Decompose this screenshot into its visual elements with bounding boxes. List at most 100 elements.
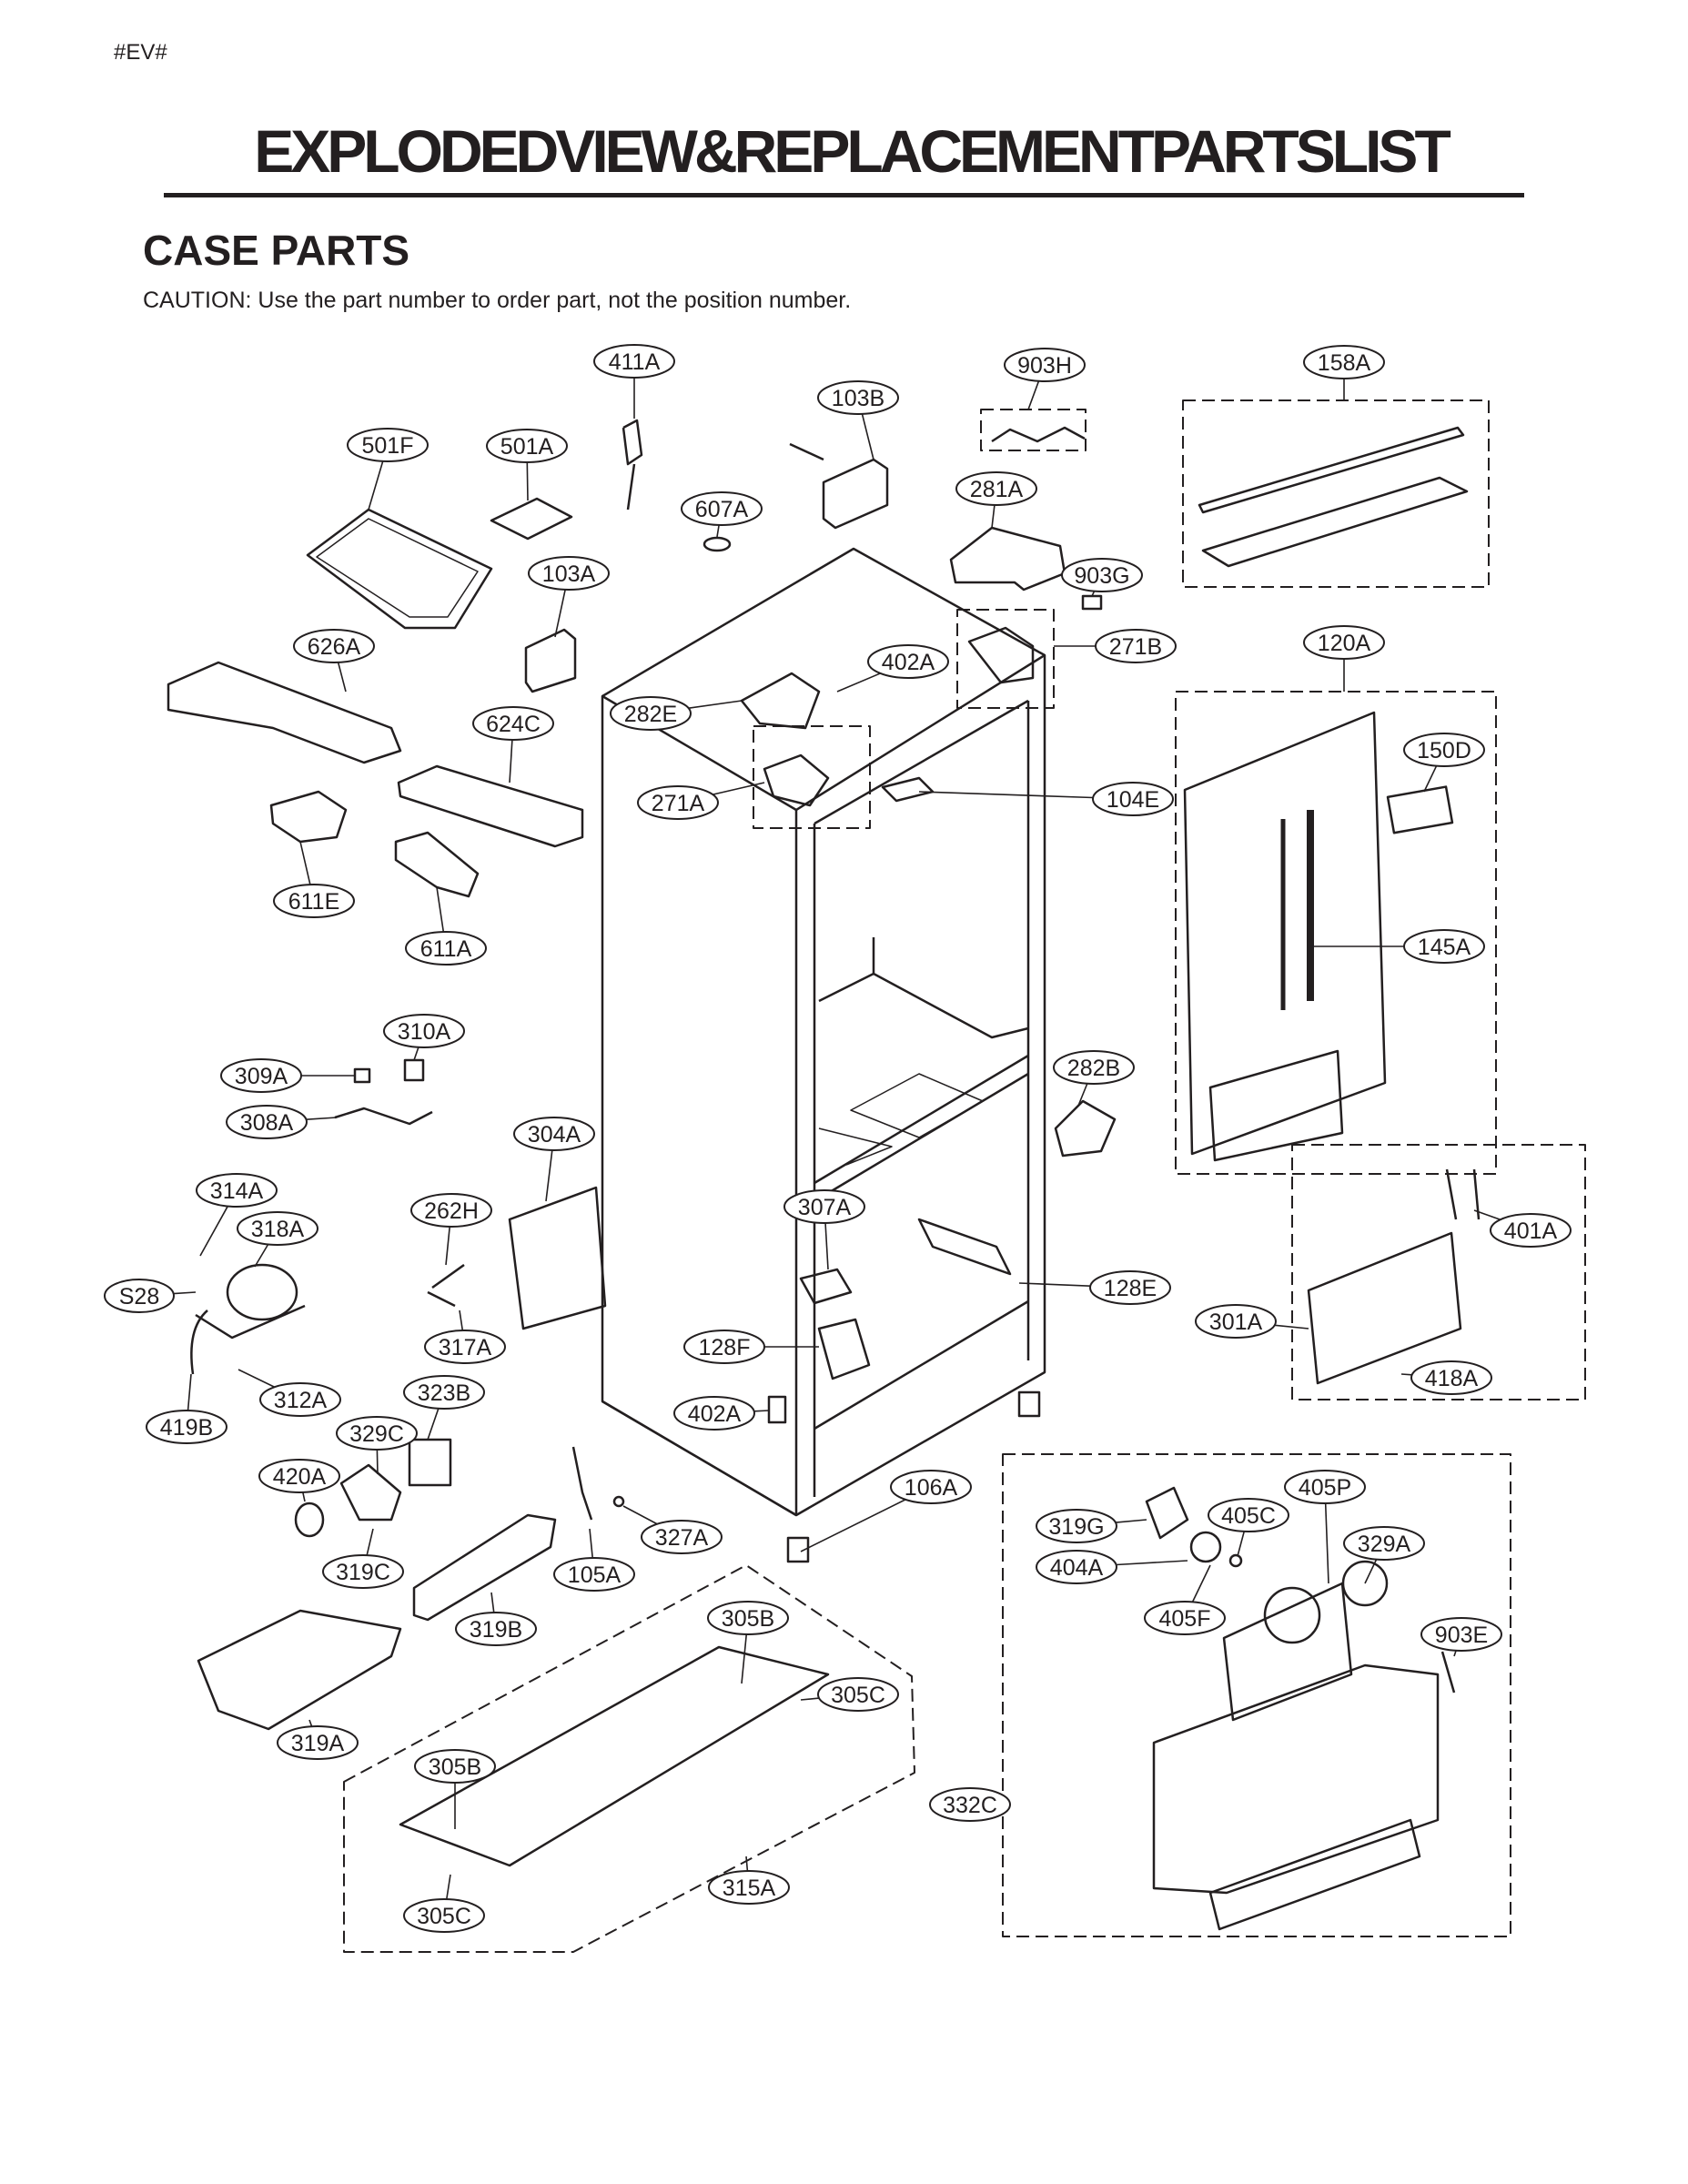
callout-bubble [322, 1554, 404, 1589]
part-501a [490, 497, 573, 541]
callout-419b: 419B [146, 1410, 227, 1444]
callout-128e: 128E [1089, 1270, 1171, 1305]
leader-line-329c [376, 1449, 379, 1475]
callout-607a: 607A [681, 491, 763, 526]
leader-line-318a [254, 1244, 269, 1268]
part-106a-lower [786, 1536, 810, 1563]
callout-text: 106A [905, 1475, 958, 1501]
callout-bubble [955, 471, 1037, 506]
callout-text: 419B [160, 1415, 213, 1441]
callout-text: 418A [1425, 1366, 1479, 1391]
callout-404a: 404A [1036, 1550, 1117, 1584]
callout-bubble [1303, 345, 1385, 379]
callout-626a: 626A [293, 629, 375, 663]
leader-line-150d [1423, 765, 1438, 793]
callout-420a: 420A [258, 1459, 340, 1493]
callout-bubble [929, 1787, 1011, 1822]
callout-text: 611E [288, 889, 340, 915]
callout-bubble [641, 1520, 723, 1554]
callout-bubble [226, 1105, 308, 1139]
callout-319g: 319G [1036, 1509, 1117, 1543]
callout-bubble [424, 1330, 506, 1364]
callout-271b: 271B [1095, 629, 1177, 663]
callout-text: 128F [699, 1335, 751, 1360]
part-607a [702, 536, 732, 552]
part-120a [1183, 711, 1454, 1162]
callout-128f: 128F [683, 1330, 765, 1364]
callout-611e: 611E [273, 884, 355, 918]
part-332c [1145, 1486, 1456, 1931]
callout-305b: 305B [707, 1601, 789, 1635]
leader-line-626a [337, 662, 347, 693]
leader-line-319g [1115, 1519, 1147, 1523]
callout-301a: 301A [1195, 1304, 1277, 1339]
callout-501f: 501F [347, 428, 429, 462]
callout-411a: 411A [593, 344, 675, 379]
part-106a-upper [1017, 1390, 1041, 1418]
callout-307a: 307A [783, 1189, 865, 1224]
leader-line-308a [306, 1117, 338, 1120]
callout-text: S28 [119, 1284, 159, 1309]
callout-bubble [383, 1014, 465, 1048]
part-308a [334, 1107, 433, 1126]
callout-305b: 305B [414, 1749, 496, 1784]
callout-text: 411A [609, 349, 661, 375]
part-309a [353, 1067, 371, 1084]
leader-line-305c [446, 1874, 451, 1900]
callout-bubble [783, 1189, 865, 1224]
callout-text: 315A [723, 1876, 776, 1901]
callout-text: 120A [1318, 631, 1371, 656]
callout-text: 305C [417, 1904, 471, 1929]
callout-bubble [220, 1058, 302, 1093]
callout-text: 310A [398, 1019, 451, 1045]
callout-text: 301A [1209, 1309, 1263, 1335]
callout-text: 624C [486, 712, 541, 737]
callout-text: 305C [831, 1683, 885, 1708]
leader-line-611a [436, 886, 445, 933]
callout-text: 271B [1109, 634, 1162, 660]
callout-105a: 105A [553, 1557, 635, 1592]
callout-bubble [553, 1557, 635, 1592]
callout-305c: 305C [817, 1677, 899, 1712]
callout-bubble [817, 380, 899, 415]
leader-line-501a [526, 461, 529, 501]
page-title: EXPLODEDVIEW&REPLACEMENTPARTSLIST [254, 117, 1451, 185]
section-title: CASE PARTS [143, 227, 410, 274]
callout-text: 319C [336, 1560, 390, 1585]
callout-text: 105A [568, 1562, 622, 1588]
callout-271a: 271A [637, 785, 719, 820]
leader-line-262h [445, 1226, 450, 1266]
callout-bubble [104, 1279, 175, 1313]
group-box-315a [343, 1564, 915, 1953]
callout-bubble [513, 1117, 595, 1151]
callout-bubble [196, 1173, 278, 1208]
callout-bubble [610, 696, 692, 731]
callout-bubble [817, 1677, 899, 1712]
callout-bubble [1053, 1050, 1135, 1085]
callout-bubble [890, 1470, 972, 1504]
leader-line-327a [622, 1505, 658, 1525]
part-327a [612, 1495, 625, 1508]
part-104e [881, 776, 935, 803]
callout-text: 329A [1358, 1532, 1411, 1557]
part-301a [1307, 1231, 1462, 1385]
callout-text: 405F [1159, 1606, 1211, 1632]
callout-text: 405P [1299, 1475, 1351, 1501]
callout-text: 150D [1417, 738, 1471, 763]
callout-text: 402A [688, 1401, 742, 1427]
callout-bubble [472, 706, 554, 741]
callout-text: 327A [655, 1525, 709, 1551]
leader-line-103b [861, 413, 874, 460]
callout-418a: 418A [1410, 1360, 1492, 1395]
callout-text: 318A [251, 1217, 305, 1242]
leader-line-501f [368, 460, 384, 511]
part-281a [949, 526, 1066, 592]
callout-150d: 150D [1403, 733, 1485, 767]
callout-bubble [683, 1330, 765, 1364]
leader-line-624c [509, 739, 513, 784]
leader-line-104e [918, 791, 1094, 799]
callout-bubble [1490, 1213, 1572, 1248]
leader-line-282e [688, 700, 743, 709]
callout-text: 626A [308, 634, 361, 660]
